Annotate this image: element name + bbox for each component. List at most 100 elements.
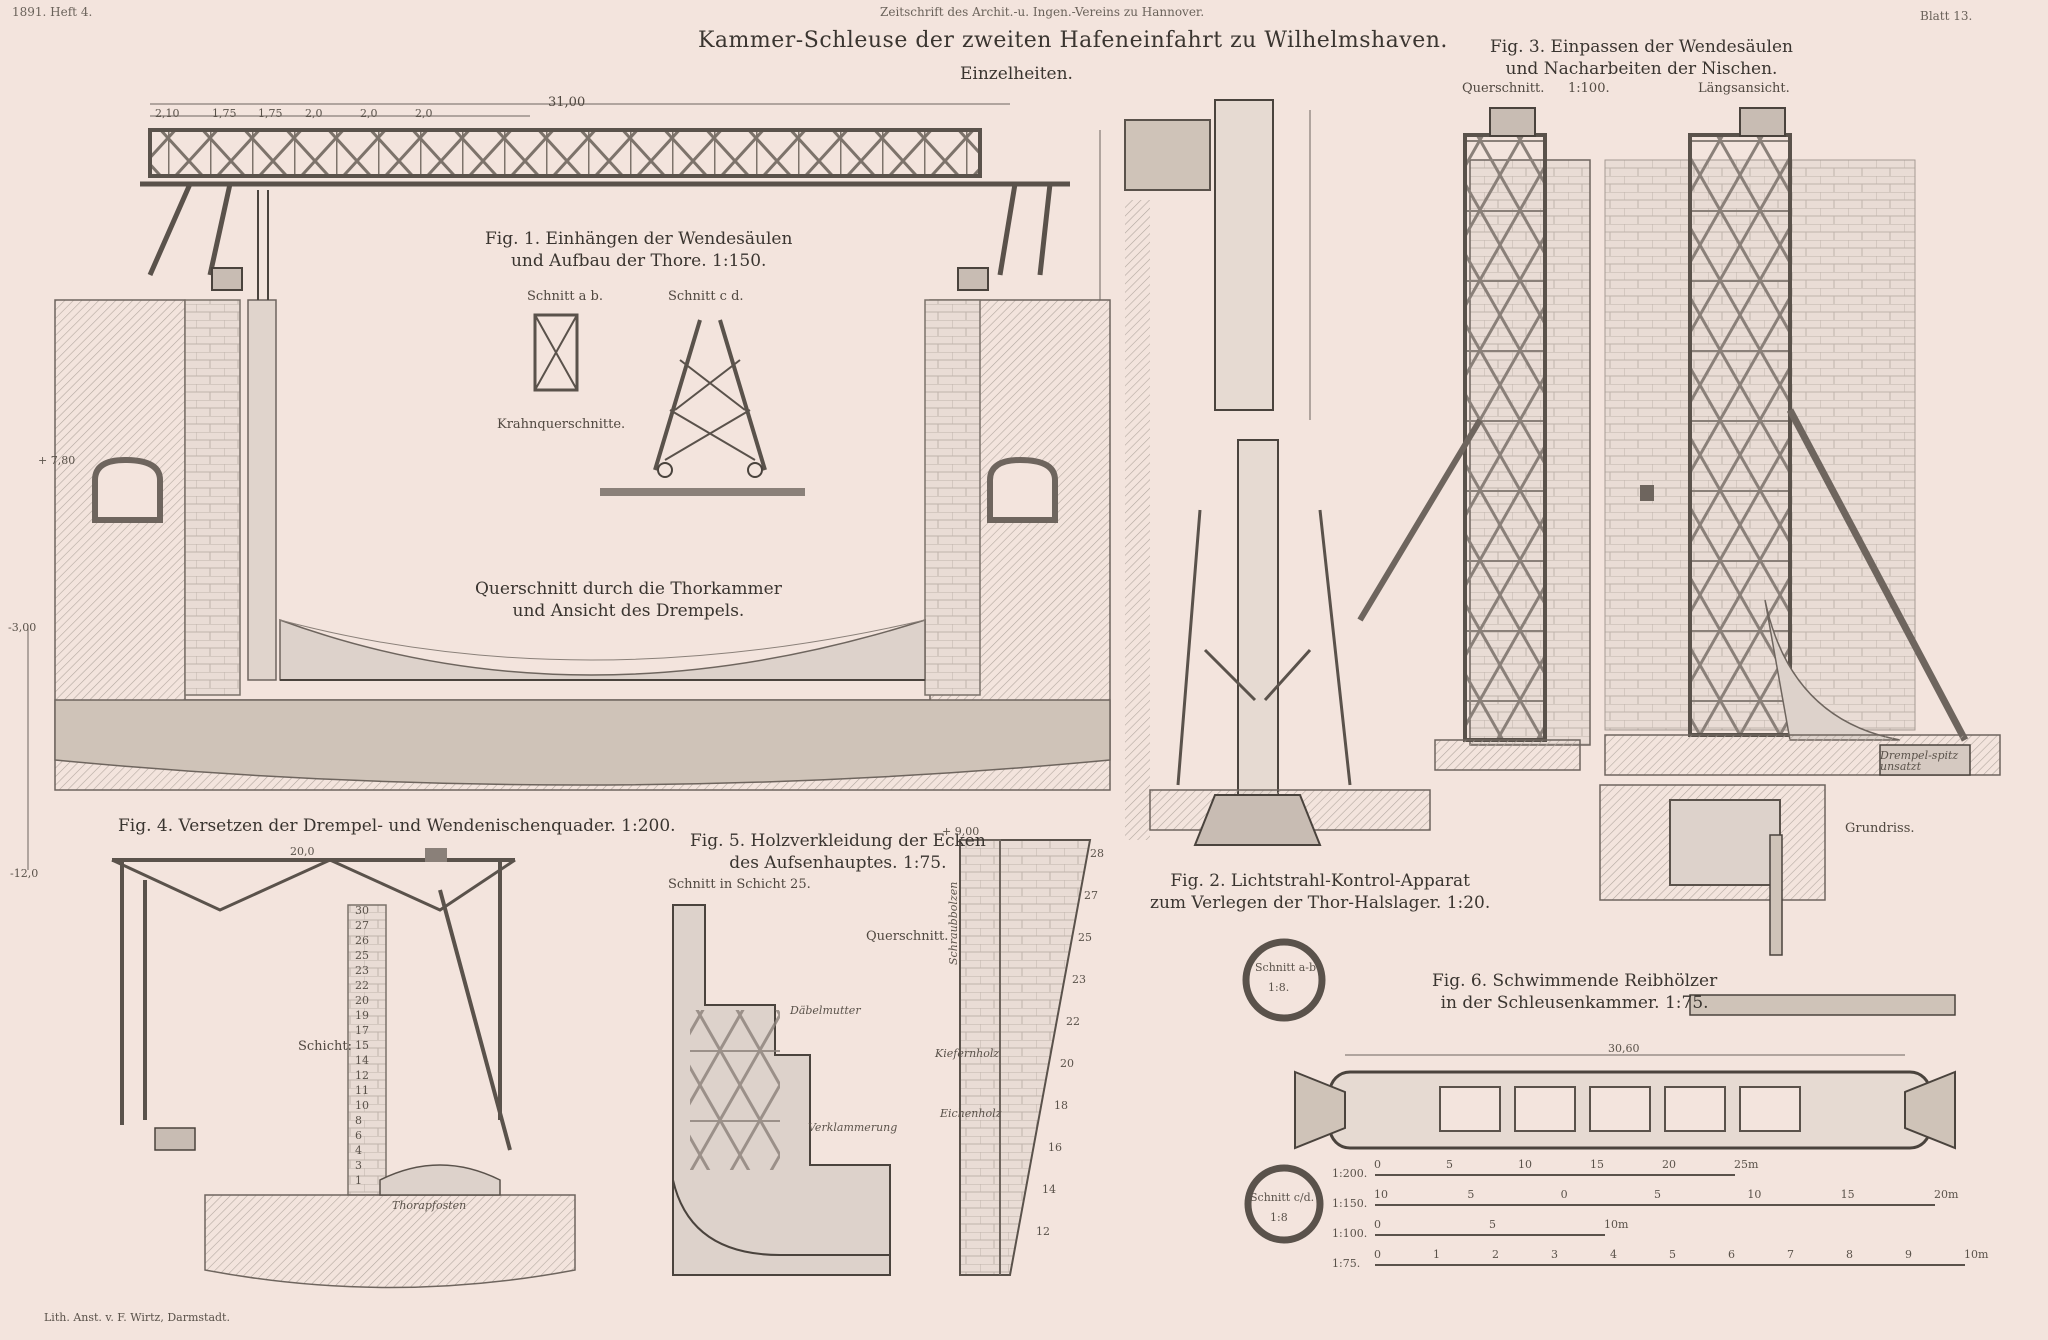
fig5-layer-number: 20 [1060, 1057, 1074, 1070]
fig1-level-minus2: -12,0 [10, 867, 39, 880]
fig1-dim-5: 2,0 [360, 107, 378, 120]
fig6-drawing [1294, 994, 1956, 1150]
fig5-layer-number: 16 [1048, 1141, 1062, 1154]
fig1-level-minus1: -3,00 [8, 621, 37, 634]
fig1-section-line1: Querschnitt durch die Thorkammer [475, 579, 782, 599]
page-title: Kammer-Schleuse der zweiten Hafeneinfahr… [698, 28, 1448, 53]
scale-tick-label: 0 [1374, 1158, 1381, 1171]
fig3-caption-line1: Fig. 3. Einpassen der Wendesäulen [1490, 37, 1793, 57]
fig1-caption-line2: und Aufbau der Thore. 1:150. [510, 251, 767, 271]
fig1-dim-4: 2,0 [305, 107, 323, 120]
fig4-layer-number: 20 [355, 994, 369, 1007]
fig1-section-line2: und Ansicht des Drempels. [512, 601, 745, 621]
fig4-schicht: Schicht: [298, 1039, 352, 1054]
fig3-scale: 1:100. [1568, 81, 1610, 96]
fig1-schnitt-cd: Schnitt c d. [668, 289, 744, 304]
fig5-caption-line2: des Aufsenhauptes. 1:75. [729, 853, 947, 873]
fig5-layer-number: 27 [1084, 889, 1098, 902]
header-plate: Blatt 13. [1920, 9, 1973, 23]
fig4-layer-number: 3 [355, 1159, 362, 1172]
fig4-layer-number: 8 [355, 1114, 362, 1127]
scale-label: 1:75. [1332, 1257, 1361, 1270]
fig4-layer-number: 10 [355, 1099, 369, 1112]
fig4-layer-number: 6 [355, 1129, 362, 1142]
fig3-grundriss: Grundriss. [1845, 821, 1915, 836]
fig2-drawing [1124, 99, 1431, 1244]
fig4-layer-number: 11 [355, 1084, 369, 1097]
fig5-layer-number: 22 [1066, 1015, 1080, 1028]
fig2-caption-line2: zum Verlegen der Thor-Halslager. 1:20. [1150, 893, 1491, 913]
scale-tick-label: 6 [1728, 1248, 1735, 1261]
fig1-schnitt-ab: Schnitt a b. [527, 289, 604, 304]
fig2-schnitt-ab-scale: 1:8. [1268, 981, 1290, 994]
fig6-caption-line2: in der Schleusenkammer. 1:75. [1440, 993, 1709, 1013]
fig4-thorapfosten: Thorapfosten [392, 1199, 467, 1212]
fig6-caption: Fig. 6. Schwimmende Reibhölzer in der Sc… [1432, 970, 1717, 1014]
fig5-dabelmutter: Däbelmutter [790, 1004, 861, 1017]
fig4-layer-number: 14 [355, 1054, 369, 1067]
fig1-level-plus: + 7,80 [38, 454, 76, 467]
fig1-dim-1: 2,10 [155, 107, 180, 120]
fig2-schnitt-cd-scale: 1:8 [1270, 1211, 1288, 1224]
scale-tick-label: 20 [1662, 1158, 1676, 1171]
header-issue: 1891. Heft 4. [12, 5, 93, 19]
fig4-layer-number: 26 [355, 934, 369, 947]
scale-tick-label: 7 [1787, 1248, 1794, 1261]
scale-tick-label: 5 [1489, 1218, 1496, 1231]
fig4-layer-number: 23 [355, 964, 369, 977]
fig4-layer-number: 12 [355, 1069, 369, 1082]
scale-tick-label: 5 [1654, 1188, 1661, 1201]
fig5-level-top: + 9,00 [942, 825, 980, 838]
scale-bars [1375, 1174, 1965, 1266]
fig5-layer-number: 18 [1054, 1099, 1068, 1112]
fig4-caption: Fig. 4. Versetzen der Drempel- und Wende… [118, 816, 676, 836]
fig3-caption: Fig. 3. Einpassen der Wendesäulen und Na… [1490, 36, 1793, 80]
fig1-crane-sections [533, 313, 805, 496]
fig5-eichenholz: Eichenholz [940, 1107, 1002, 1120]
fig4-layer-number: 4 [355, 1144, 362, 1157]
fig3-laengsansicht: Längsansicht. [1698, 81, 1790, 96]
scale-tick-label: 0 [1374, 1218, 1381, 1231]
fig4-drawing [111, 848, 576, 1289]
fig1-caption-line1: Fig. 1. Einhängen der Wendesäulen [485, 229, 793, 249]
fig5-schraubbolzen: Schraubbolzen [947, 881, 960, 965]
fig5-drawing [672, 839, 1092, 1276]
scale-tick-label: 15 [1590, 1158, 1604, 1171]
fig4-layer-number: 22 [355, 979, 369, 992]
scale-tick-label: 3 [1551, 1248, 1558, 1261]
imprint: Lith. Anst. v. F. Wirtz, Darmstadt. [44, 1311, 230, 1324]
scale-tick-label: 0 [1560, 1188, 1568, 1201]
fig5-kiefernholz: Kiefernholz [935, 1047, 1000, 1060]
fig6-caption-line1: Fig. 6. Schwimmende Reibhölzer [1432, 971, 1718, 991]
fig5-querschnitt: Querschnitt. [866, 929, 949, 944]
scale-label: 1:200. [1332, 1167, 1368, 1180]
fig5-layer-number: 12 [1036, 1225, 1050, 1238]
scale-tick-label: 15 [1840, 1188, 1855, 1201]
fig3-drawing [1357, 107, 2001, 956]
scale-tick-label: 8 [1846, 1248, 1853, 1261]
scale-label: 1:150. [1332, 1197, 1368, 1210]
scale-tick-label: 20m [1934, 1188, 1959, 1201]
fig6-dim-total: 30,60 [1608, 1042, 1640, 1055]
fig5-layer-number: 14 [1042, 1183, 1056, 1196]
fig1-section-caption: Querschnitt durch die Thorkammer und Ans… [475, 578, 782, 622]
scale-tick-label: 10 [1747, 1188, 1762, 1201]
fig4-layer-number: 25 [355, 949, 369, 962]
fig5-schnitt: Schnitt in Schicht 25. [668, 877, 811, 892]
scale-tick-label: 10m [1604, 1218, 1629, 1231]
fig4-layer-number: 27 [355, 919, 369, 932]
fig1-krahnquerschnitte: Krahnquerschnitte. [497, 417, 626, 432]
fig4-layer-number: 1 [355, 1174, 362, 1187]
fig5-layer-number: 23 [1072, 973, 1086, 986]
fig4-layer-number: 19 [355, 1009, 369, 1022]
scale-tick-label: 10m [1964, 1248, 1989, 1261]
fig5-caption-line1: Fig. 5. Holzverkleidung der Ecken [690, 831, 986, 851]
scale-tick-label: 2 [1492, 1248, 1499, 1261]
fig4-dim-top: 20,0 [290, 845, 315, 858]
fig5-caption: Fig. 5. Holzverkleidung der Ecken des Au… [690, 830, 986, 874]
scale-tick-label: 10 [1374, 1188, 1388, 1201]
fig1-drawing [27, 103, 1111, 870]
fig3-querschnitt: Querschnitt. [1462, 81, 1545, 96]
fig5-verklammerung: Verklammerung [808, 1121, 898, 1134]
